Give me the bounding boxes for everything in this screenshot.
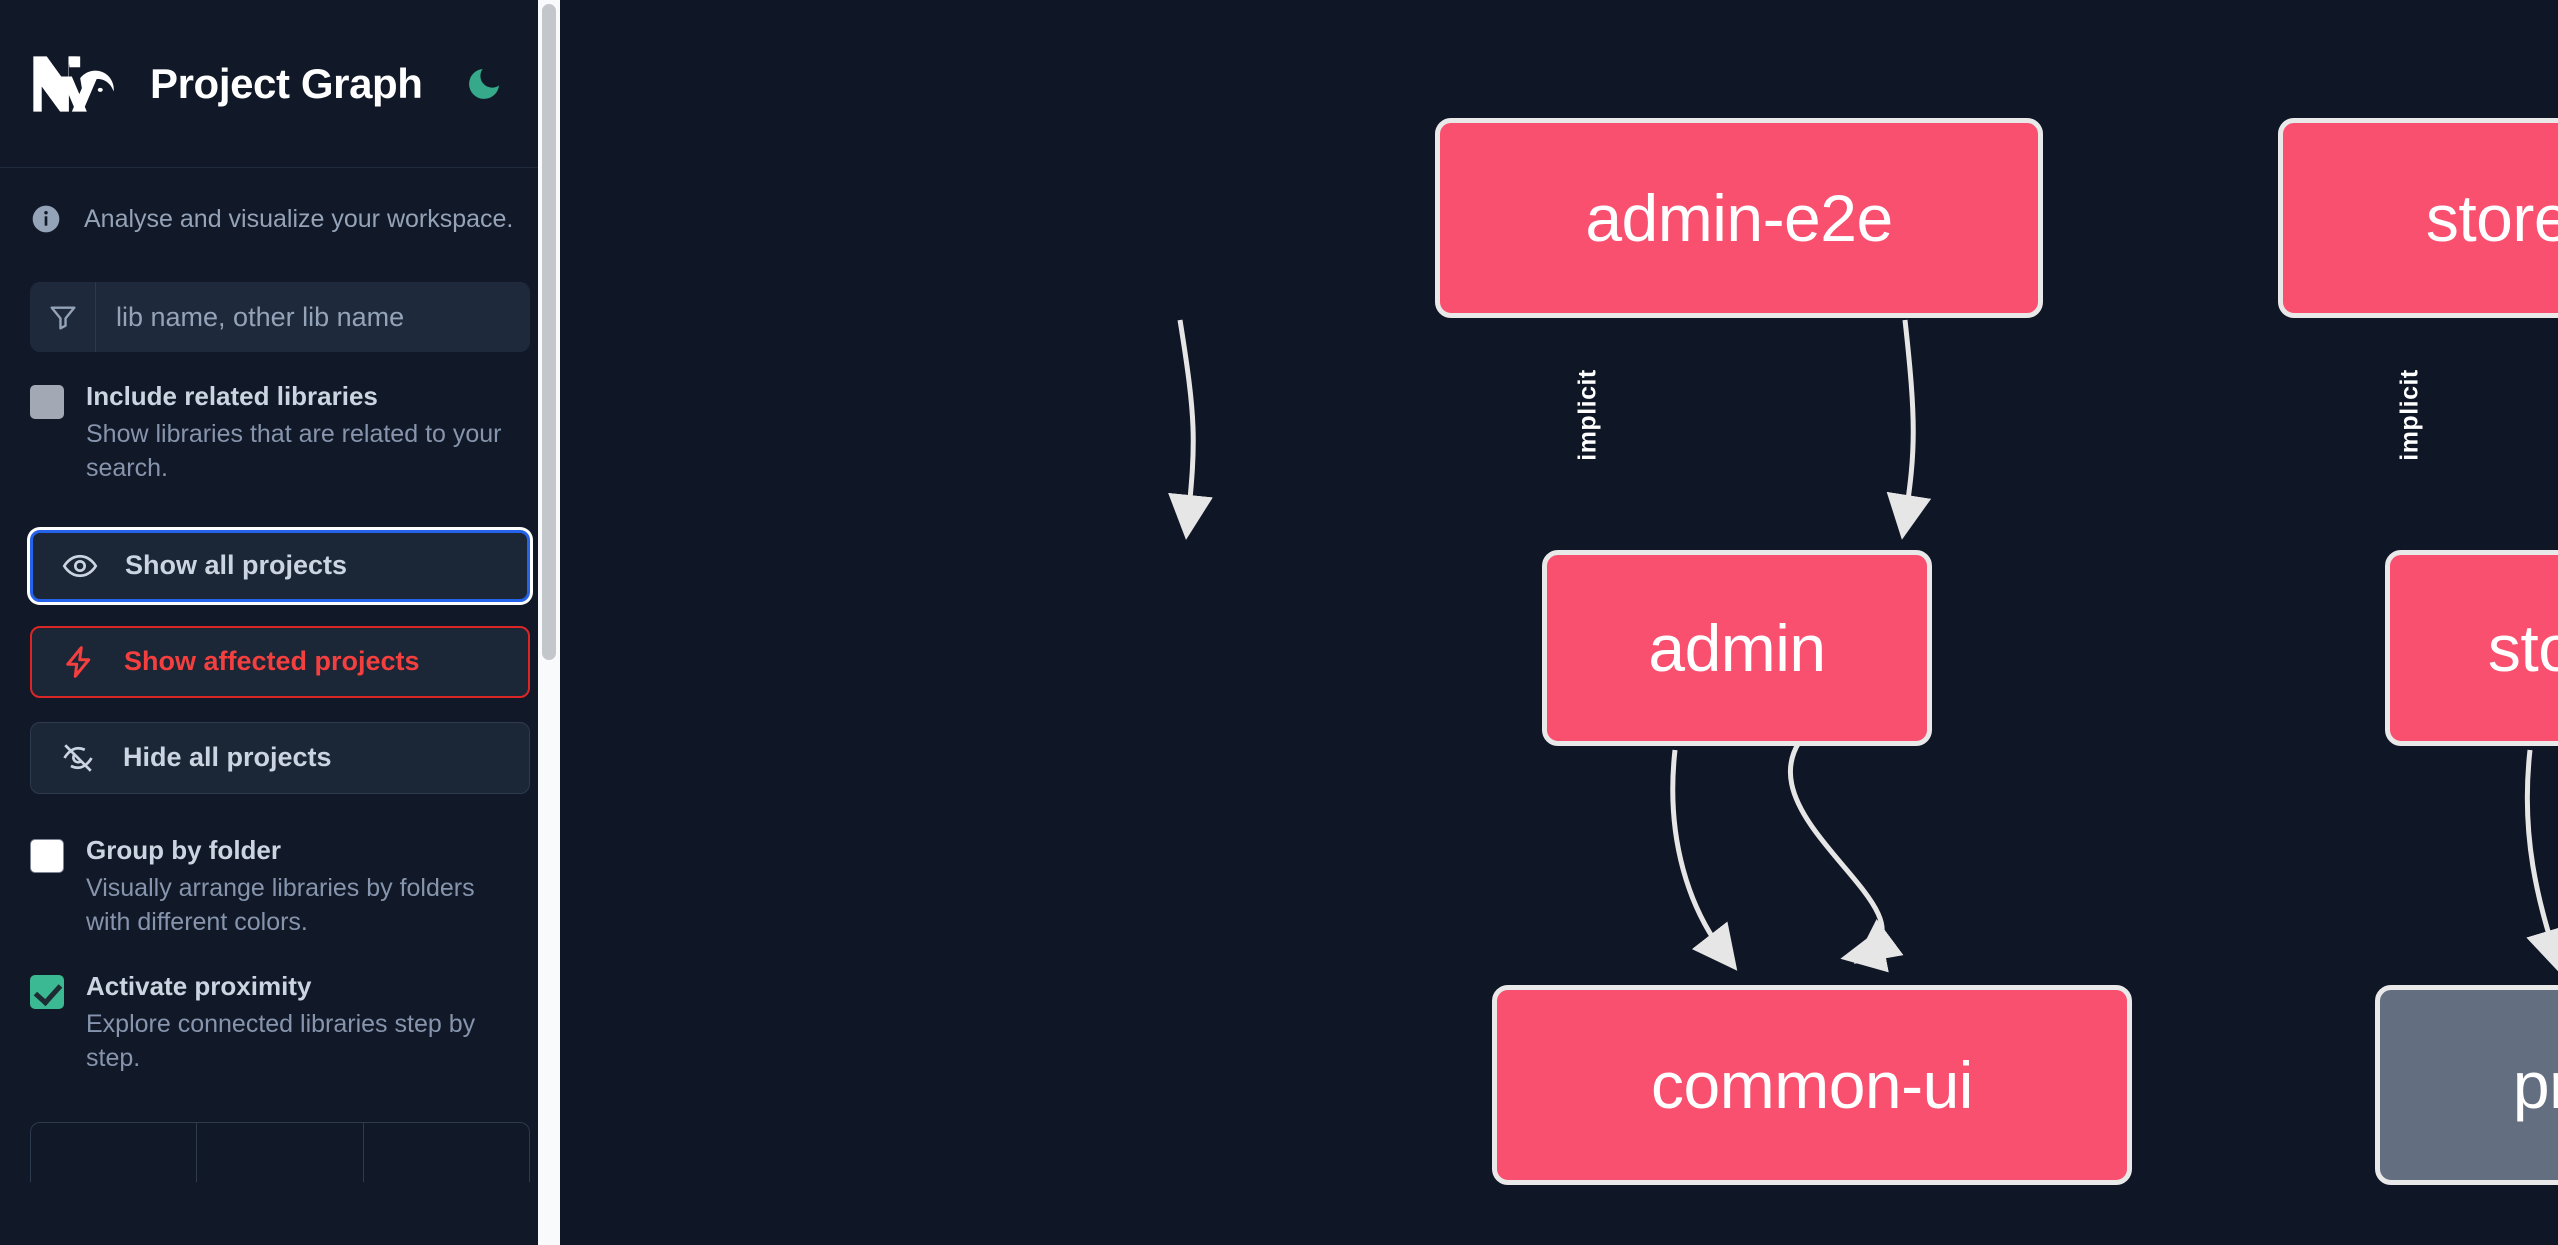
projects-button-group: Show all projects Show affected projects: [30, 529, 530, 794]
option-title: Activate proximity: [86, 970, 312, 1001]
show-affected-projects-label: Show affected projects: [124, 646, 420, 677]
edge-store-to-products: [2524, 749, 2558, 975]
option-desc: Show libraries that are related to your …: [86, 419, 502, 483]
sidebar: Project Graph Analyse and visualize your…: [0, 0, 560, 1245]
node-label: common-ui: [1651, 1048, 1973, 1122]
graph-node-common-ui[interactable]: common-ui: [1492, 985, 2132, 1185]
search-input[interactable]: [96, 282, 530, 352]
hide-all-projects-button[interactable]: Hide all projects: [30, 721, 530, 794]
page-title: Project Graph: [150, 59, 423, 107]
option-desc: Visually arrange libraries by folders wi…: [86, 873, 475, 937]
option-desc: Explore connected libraries step by step…: [86, 1009, 476, 1073]
sidebar-header: Project Graph: [0, 0, 560, 168]
graph-node-admin-e2e[interactable]: admin-e2e: [1435, 118, 2043, 318]
segment-option[interactable]: [197, 1122, 364, 1182]
show-affected-projects-button[interactable]: Show affected projects: [30, 625, 530, 698]
edge-admin-e2e-to-admin: [1168, 319, 1213, 540]
graph-node-products[interactable]: products: [2375, 985, 2558, 1185]
show-all-projects-button[interactable]: Show all projects: [30, 529, 530, 602]
option-group-by-folder[interactable]: Group by folder Visually arrange librari…: [0, 794, 560, 940]
segment-option[interactable]: [31, 1122, 198, 1182]
bolt-icon: [60, 643, 98, 681]
eye-icon: [61, 547, 99, 585]
include-related-libraries-checkbox[interactable]: [30, 385, 64, 419]
option-title: Group by folder: [86, 834, 281, 865]
graph-node-store[interactable]: store: [2385, 550, 2558, 746]
option-include-related-libraries[interactable]: Include related libraries Show libraries…: [0, 352, 560, 486]
node-label: admin-e2e: [1585, 181, 1893, 255]
group-by-folder-checkbox[interactable]: [30, 838, 64, 873]
sidebar-scrollbar[interactable]: [538, 0, 560, 1245]
workspace-blurb: Analyse and visualize your workspace.: [0, 168, 560, 240]
search-bar[interactable]: [30, 282, 530, 352]
activate-proximity-checkbox[interactable]: [30, 974, 64, 1009]
graph-canvas[interactable]: admin-e2e store-e2e admin store common-u…: [560, 0, 2558, 1245]
graph-node-store-e2e[interactable]: store-e2e: [2278, 118, 2558, 318]
eye-off-icon: [59, 739, 97, 777]
sidebar-scrollbar-thumb[interactable]: [542, 4, 556, 660]
edge-store-e2e-to-store: [1886, 319, 1932, 540]
option-activate-proximity[interactable]: Activate proximity Explore connected lib…: [0, 940, 560, 1076]
info-icon: [30, 203, 62, 235]
option-title: Include related libraries: [86, 381, 378, 411]
show-all-projects-label: Show all projects: [125, 550, 348, 581]
node-label: store-e2e: [2425, 181, 2558, 255]
edge-label-admin-implicit: implicit: [1573, 369, 1602, 461]
segment-option[interactable]: [364, 1123, 529, 1182]
filter-icon: [30, 282, 96, 352]
graph-edges: [1168, 319, 2558, 975]
moon-icon[interactable]: [461, 61, 507, 107]
edge-admin-to-common-ui: [1670, 749, 1738, 971]
node-label: admin: [1648, 611, 1826, 685]
node-label: store: [2487, 611, 2558, 685]
edge-label-store-implicit: implicit: [2395, 369, 2424, 461]
graph-node-admin[interactable]: admin: [1542, 550, 1932, 746]
hide-all-projects-label: Hide all projects: [123, 742, 332, 773]
nx-logo-icon: [30, 53, 122, 115]
proximity-segmented-control[interactable]: [30, 1121, 530, 1182]
node-label: products: [2512, 1048, 2558, 1122]
blurb-text: Analyse and visualize your workspace.: [84, 204, 514, 233]
